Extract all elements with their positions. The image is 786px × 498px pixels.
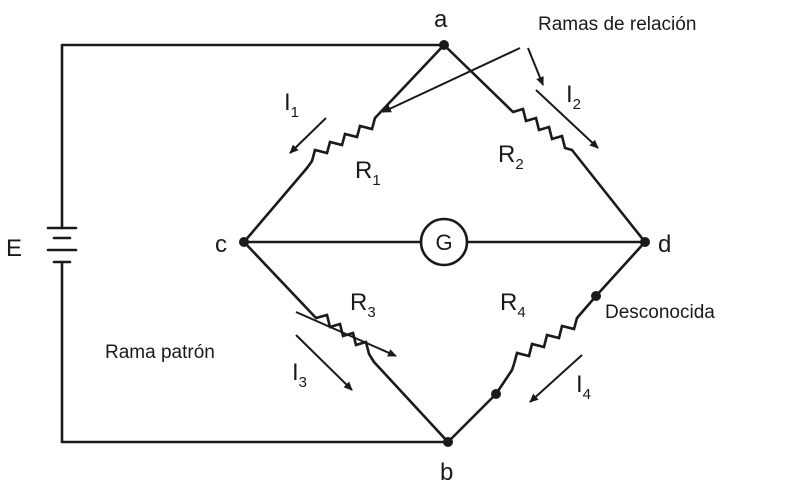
annotation-arrow-to-r1 xyxy=(382,47,521,113)
wire-a-to-r2 xyxy=(442,43,515,114)
current-arrow-i4 xyxy=(529,354,583,403)
wire-battery-to-a xyxy=(60,43,446,230)
wire-d-to-terminal xyxy=(594,240,647,298)
resistor-label-r3: R3 xyxy=(350,289,376,321)
terminal-unknown-top xyxy=(591,291,601,301)
wire-r1-to-c xyxy=(242,166,309,244)
current-arrow-i2 xyxy=(535,89,599,149)
resistor-r1 xyxy=(305,117,377,169)
resistor-r4 xyxy=(510,317,579,371)
current-label-i2: I2 xyxy=(566,81,581,113)
wire-a-to-r1 xyxy=(373,43,446,120)
node-a xyxy=(439,40,449,50)
galvanometer-label: G xyxy=(435,230,452,255)
resistor-r2 xyxy=(512,107,573,152)
current-arrow-i1 xyxy=(289,117,327,154)
annotation-standard-arm: Rama patrón xyxy=(105,342,215,363)
wire-r3-to-b xyxy=(372,360,450,444)
current-label-i3: I3 xyxy=(292,359,307,391)
resistor-label-r2: R2 xyxy=(498,141,524,173)
terminal-unknown-bottom xyxy=(491,389,501,399)
wire-r2-to-d xyxy=(570,148,647,244)
annotation-arrow-to-r2 xyxy=(527,47,544,86)
resistor-label-r4: R4 xyxy=(500,289,526,321)
annotation-unknown: Desconocida xyxy=(605,302,715,323)
node-label-b: b xyxy=(440,459,453,486)
wire-battery-to-b xyxy=(60,260,450,444)
current-arrow-i3 xyxy=(295,334,353,391)
wire-terminal-to-b xyxy=(446,392,498,444)
wire-c-to-r3 xyxy=(242,240,318,320)
current-label-i4: I4 xyxy=(576,371,591,403)
variable-resistor-arrow xyxy=(295,311,397,357)
node-b xyxy=(443,437,453,447)
resistor-label-r1: R1 xyxy=(355,157,381,189)
galvanometer-circle xyxy=(419,217,469,267)
node-label-a: a xyxy=(434,6,448,33)
battery-symbol xyxy=(46,226,78,264)
node-d xyxy=(640,237,650,247)
node-label-d: d xyxy=(658,231,671,258)
node-label-c: c xyxy=(215,231,227,258)
resistor-r3 xyxy=(315,313,376,363)
battery-label: E xyxy=(6,235,22,262)
annotation-ratio-arms: Ramas de relación xyxy=(538,14,696,35)
node-c xyxy=(239,237,249,247)
current-label-i1: I1 xyxy=(284,89,299,121)
